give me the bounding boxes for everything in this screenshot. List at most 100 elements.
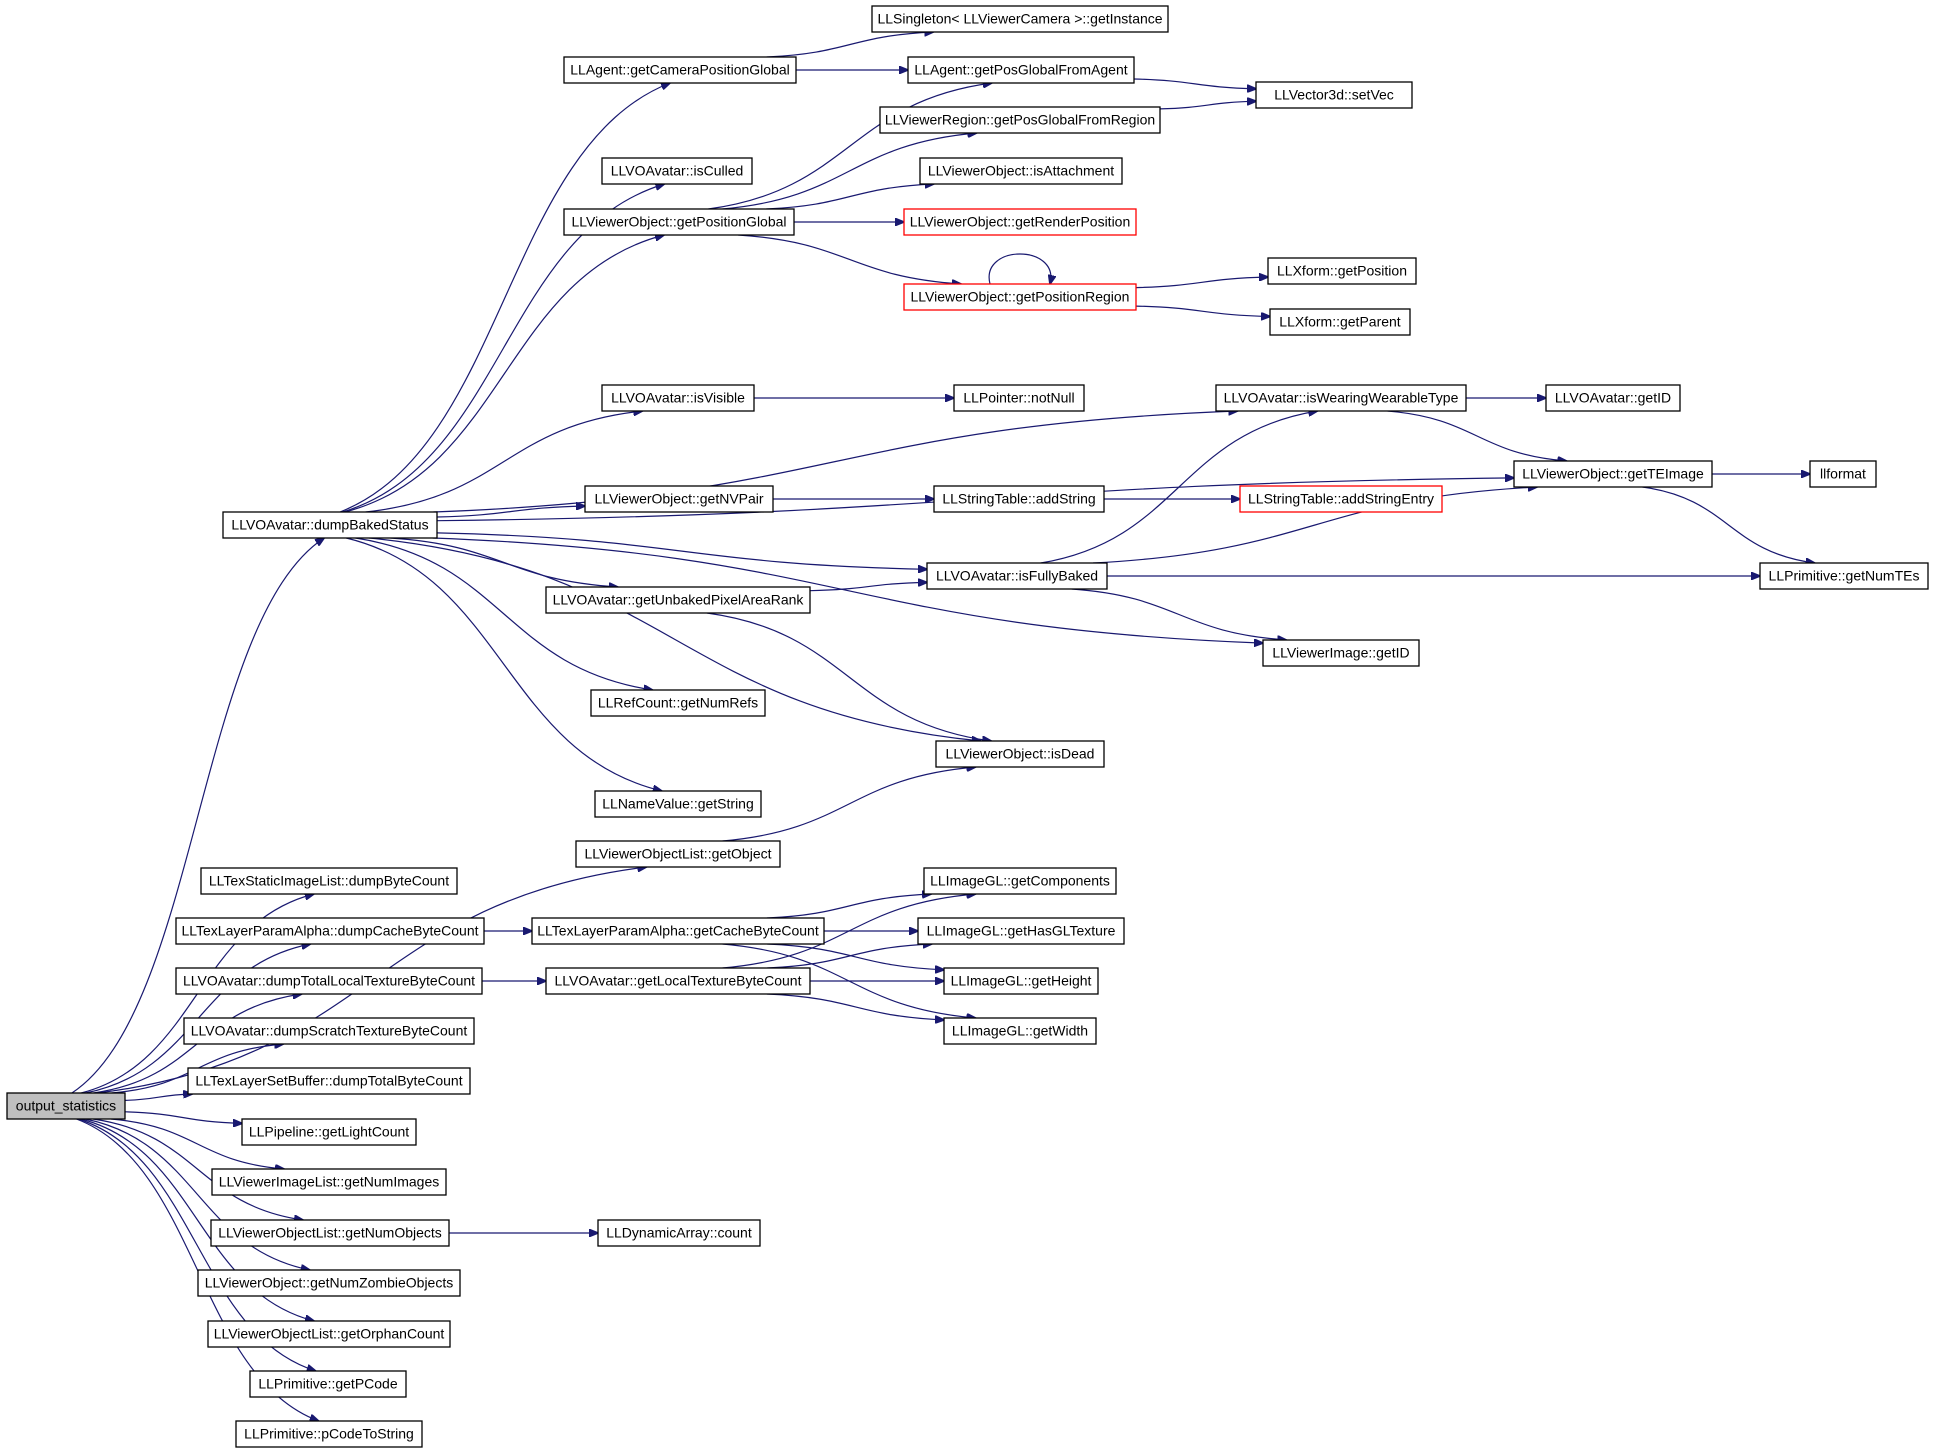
node-dumpCacheByteCount[interactable]: LLTexLayerParamAlpha::dumpCacheByteCount [175, 917, 485, 945]
node-llformat[interactable]: llformat [1809, 460, 1877, 488]
edge-dumpBakedStatus-to-getCameraPositionGlobal [339, 83, 670, 513]
node-box [187, 1067, 471, 1095]
node-pCodeToString[interactable]: LLPrimitive::pCodeToString [235, 1420, 423, 1448]
edge-output_statistics-to-getNumZombieObjects [85, 1118, 309, 1270]
node-getPositionGlobal[interactable]: LLViewerObject::getPositionGlobal [563, 208, 795, 236]
node-isCulled[interactable]: LLVOAvatar::isCulled [601, 157, 753, 185]
node-xformGetPosition[interactable]: LLXform::getPosition [1267, 257, 1417, 285]
node-label: LLSingleton< LLViewerCamera >::getInstan… [877, 11, 1162, 27]
node-box [919, 157, 1123, 185]
node-avatarGetID[interactable]: LLVOAvatar::getID [1545, 384, 1681, 412]
node-label: LLImageGL::getComponents [930, 873, 1110, 889]
node-dynCount[interactable]: LLDynamicArray::count [597, 1219, 761, 1247]
node-label: LLVOAvatar::getLocalTextureByteCount [555, 973, 802, 989]
node-label: LLXform::getParent [1279, 314, 1401, 330]
node-getNumObjects[interactable]: LLViewerObjectList::getNumObjects [210, 1219, 450, 1247]
node-box [907, 56, 1135, 84]
node-getHasGLTexture[interactable]: LLImageGL::getHasGLTexture [917, 917, 1125, 945]
node-label: LLVOAvatar::getUnbakedPixelAreaRank [553, 592, 805, 608]
node-getNVPair[interactable]: LLViewerObject::getNVPair [584, 485, 774, 513]
node-label: LLNameValue::getString [602, 796, 754, 812]
node-label: LLPrimitive::getNumTEs [1769, 568, 1920, 584]
node-label: LLPipeline::getLightCount [249, 1124, 409, 1140]
node-box [1759, 562, 1929, 590]
node-getWidth[interactable]: LLImageGL::getWidth [943, 1017, 1097, 1045]
node-label: LLImageGL::getHasGLTexture [927, 923, 1116, 939]
node-label: LLVOAvatar::dumpTotalLocalTextureByteCou… [183, 973, 475, 989]
edge-getPositionGlobal-to-isAttachment [766, 184, 934, 210]
node-box [943, 967, 1099, 995]
node-box [601, 384, 755, 412]
node-box [1262, 639, 1420, 667]
node-getPCode[interactable]: LLPrimitive::getPCode [249, 1370, 407, 1398]
node-box [175, 917, 485, 945]
node-getCacheByteCount[interactable]: LLTexLayerParamAlpha::getCacheByteCount [531, 917, 825, 945]
node-box [249, 1370, 407, 1398]
node-getCameraPositionGlobal[interactable]: LLAgent::getCameraPositionGlobal [563, 56, 797, 84]
edge-dumpBakedStatus-to-getPositionGlobal [344, 235, 664, 513]
node-label: LLViewerRegion::getPosGlobalFromRegion [885, 112, 1155, 128]
node-dumpTotalLocalTextureByteCount[interactable]: LLVOAvatar::dumpTotalLocalTextureByteCou… [175, 967, 483, 995]
node-box [1809, 460, 1877, 488]
node-isFullyBaked[interactable]: LLVOAvatar::isFullyBaked [926, 562, 1108, 590]
node-label: LLViewerObject::isDead [946, 746, 1095, 762]
node-getNumImages[interactable]: LLViewerImageList::getNumImages [211, 1168, 447, 1196]
node-getHeight[interactable]: LLImageGL::getHeight [943, 967, 1099, 995]
node-imageGetID[interactable]: LLViewerImage::getID [1262, 639, 1420, 667]
node-getLocalTextureByteCount[interactable]: LLVOAvatar::getLocalTextureByteCount [545, 967, 811, 995]
node-isVisible[interactable]: LLVOAvatar::isVisible [601, 384, 755, 412]
node-output_statistics[interactable]: output_statistics [6, 1092, 126, 1120]
node-getNumTEs[interactable]: LLPrimitive::getNumTEs [1759, 562, 1929, 590]
node-label: LLImageGL::getWidth [952, 1023, 1088, 1039]
node-getString[interactable]: LLNameValue::getString [594, 790, 762, 818]
node-label: LLViewerObject::getRenderPosition [910, 214, 1131, 230]
node-getTEImage[interactable]: LLViewerObject::getTEImage [1513, 460, 1713, 488]
edge-getTEImage-to-getNumTEs [1642, 486, 1814, 563]
node-label: LLVOAvatar::dumpBakedStatus [231, 517, 428, 533]
node-isAttachment[interactable]: LLViewerObject::isAttachment [919, 157, 1123, 185]
edge-output_statistics-to-dumpTotalByteCount [124, 1094, 192, 1101]
node-getObject[interactable]: LLViewerObjectList::getObject [575, 840, 781, 868]
node-label: LLVOAvatar::isFullyBaked [936, 568, 1098, 584]
node-getPosGlobalFromAgent[interactable]: LLAgent::getPosGlobalFromAgent [907, 56, 1135, 84]
node-addString[interactable]: LLStringTable::addString [933, 485, 1105, 513]
node-notNull[interactable]: LLPointer::notNull [953, 384, 1085, 412]
node-getRenderPosition[interactable]: LLViewerObject::getRenderPosition [903, 208, 1137, 236]
node-dumpByteCount[interactable]: LLTexStaticImageList::dumpByteCount [200, 867, 458, 895]
node-isWearingWearableType[interactable]: LLVOAvatar::isWearingWearableType [1215, 384, 1467, 412]
node-setVec[interactable]: LLVector3d::setVec [1255, 81, 1413, 109]
node-box [531, 917, 825, 945]
node-dumpTotalByteCount[interactable]: LLTexLayerSetBuffer::dumpTotalByteCount [187, 1067, 471, 1095]
node-getPosGlobalFromRegion[interactable]: LLViewerRegion::getPosGlobalFromRegion [879, 106, 1161, 134]
edge-getUnbakedPixelAreaRank-to-isDead [706, 612, 991, 741]
node-getLightCount[interactable]: LLPipeline::getLightCount [241, 1118, 417, 1146]
node-label: LLXform::getPosition [1277, 263, 1407, 279]
node-label: LLViewerObjectList::getOrphanCount [214, 1326, 445, 1342]
node-label: LLViewerObject::getPositionRegion [911, 289, 1130, 305]
node-getPositionRegion[interactable]: LLViewerObject::getPositionRegion [903, 283, 1137, 311]
node-isDead[interactable]: LLViewerObject::isDead [935, 740, 1105, 768]
node-addStringEntry[interactable]: LLStringTable::addStringEntry [1239, 485, 1443, 513]
node-box [903, 283, 1137, 311]
node-box [879, 106, 1161, 134]
node-label: LLTexLayerParamAlpha::dumpCacheByteCount [181, 923, 478, 939]
node-getComponents[interactable]: LLImageGL::getComponents [923, 867, 1117, 895]
node-dumpBakedStatus[interactable]: LLVOAvatar::dumpBakedStatus [222, 511, 438, 539]
node-getNumRefs[interactable]: LLRefCount::getNumRefs [590, 689, 766, 717]
node-box [1255, 81, 1413, 109]
edge-getPosGlobalFromRegion-to-setVec [1159, 101, 1256, 110]
node-getNumZombieObjects[interactable]: LLViewerObject::getNumZombieObjects [197, 1269, 461, 1297]
node-box [590, 689, 766, 717]
node-box [1239, 485, 1443, 513]
node-getUnbakedPixelAreaRank[interactable]: LLVOAvatar::getUnbakedPixelAreaRank [545, 586, 811, 614]
node-dumpScratchTextureByteCount[interactable]: LLVOAvatar::dumpScratchTextureByteCount [183, 1017, 475, 1045]
node-getInstance[interactable]: LLSingleton< LLViewerCamera >::getInstan… [871, 5, 1169, 33]
edge-dumpBakedStatus-to-isFullyBaked [436, 532, 927, 569]
node-box [563, 56, 797, 84]
node-box [594, 790, 762, 818]
node-getOrphanCount[interactable]: LLViewerObjectList::getOrphanCount [207, 1320, 451, 1348]
edge-getPosGlobalFromAgent-to-setVec [1133, 78, 1256, 89]
node-xformGetParent[interactable]: LLXform::getParent [1269, 308, 1411, 336]
node-box [207, 1320, 451, 1348]
edge-getPositionRegion-to-getPositionRegion [988, 253, 1051, 284]
